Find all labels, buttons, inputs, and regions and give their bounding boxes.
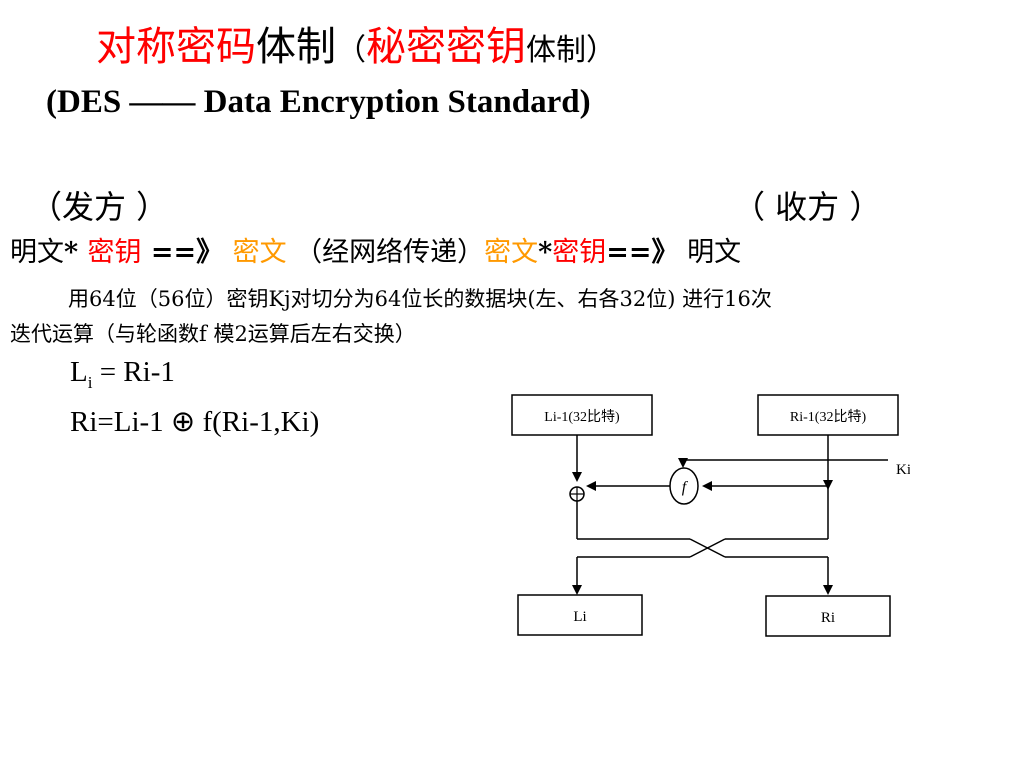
- crossover-line-b: [689, 538, 726, 558]
- f-label: f: [682, 479, 689, 496]
- feistel-round-diagram: Li-1(32比特) Ri-1(32比特) Ki f Li Ri: [511, 394, 910, 637]
- title-part-system: 体制: [256, 24, 336, 70]
- title-paren-open: （: [336, 33, 366, 68]
- eq1-subscript: i: [87, 372, 93, 392]
- flow-key-1: 密钥: [87, 237, 142, 268]
- eq1-L: L: [70, 356, 88, 388]
- flow-arrow-1: ==》: [141, 237, 233, 268]
- equation-right: Ri=Li-1 ⊕ f(Ri-1,Ki): [70, 406, 320, 438]
- left-input-label: Li-1(32比特): [544, 409, 620, 425]
- eq1-rest: = Ri-1: [92, 356, 175, 388]
- left-input-box: [511, 394, 653, 436]
- receiver-label: （ 收方 ）: [733, 188, 882, 226]
- flow-plaintext-in: 明文: [10, 237, 64, 268]
- title-paren-close: ）: [586, 33, 616, 68]
- flow-plaintext-out: 明文: [678, 237, 742, 268]
- description-line-2: 迭代运算（与轮函数f 模2运算后左右交换）: [10, 322, 416, 346]
- title-part-secret-key: 秘密密钥: [366, 24, 526, 70]
- key-label: Ki: [896, 462, 910, 478]
- flow-key-2: 密钥: [552, 237, 607, 268]
- flow-ciphertext-1: 密文: [232, 237, 287, 268]
- page-title: 对称密码体制（秘密密钥体制）: [96, 14, 616, 72]
- title-part-symmetric-cipher: 对称密码: [96, 24, 256, 70]
- page-subtitle: (DES —— Data Encryption Standard): [46, 84, 591, 120]
- right-output-box: [765, 595, 891, 637]
- right-output-label: Ri: [821, 610, 835, 626]
- left-output-label: Li: [573, 609, 586, 625]
- left-output-box: [517, 594, 643, 636]
- flow-star-1: *: [64, 237, 88, 268]
- title-part-system-2: 体制: [526, 33, 586, 68]
- equation-left: Li = Ri-1: [70, 356, 175, 393]
- encryption-flow-line: 明文* 密钥 ==》 密文 （经网络传递）密文*密钥==》 明文: [10, 230, 741, 269]
- right-input-label: Ri-1(32比特): [790, 409, 867, 425]
- right-input-box: [757, 394, 899, 436]
- flow-star-2: *: [538, 237, 553, 268]
- flow-ciphertext-2: 密文: [484, 237, 539, 268]
- sender-label: （发方 ）: [30, 188, 169, 226]
- flow-arrow-2: ==》: [606, 237, 679, 268]
- description-line-1: 用64位（56位）密钥Kj对切分为64位长的数据块(左、右各32位) 进行16次: [68, 287, 772, 311]
- flow-network-transfer: （经网络传递）: [286, 237, 485, 268]
